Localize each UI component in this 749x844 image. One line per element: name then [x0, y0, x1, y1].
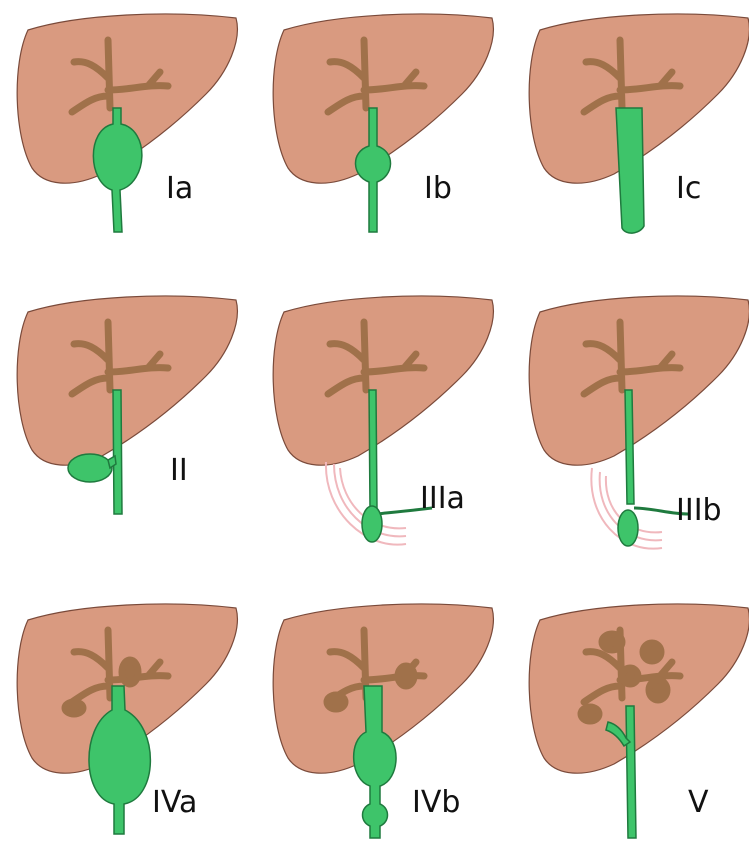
liver-outline [273, 296, 493, 465]
panel-label: Ia [166, 171, 193, 206]
panel-type-iiia: IIIa [273, 296, 493, 545]
panel-label: IVb [412, 785, 460, 820]
panel-label: IIIa [420, 481, 465, 516]
panel-label: Ib [424, 171, 452, 206]
common-bile-duct [113, 390, 122, 514]
panel-type-ia: Ia [17, 14, 237, 232]
panel-label: V [688, 785, 709, 820]
panel-type-iva: IVa [17, 604, 237, 834]
common-bile-duct [616, 108, 644, 233]
choledochocele-cyst [362, 506, 382, 542]
liver-outline [529, 604, 749, 773]
common-bile-duct [369, 390, 377, 508]
diverticulum-cyst [68, 454, 112, 482]
panel-label: II [170, 453, 188, 488]
common-bile-duct [625, 390, 634, 504]
panel-type-ii: II [17, 296, 237, 514]
panel-type-ivb: IVb [273, 604, 493, 838]
panel-type-v: V [529, 604, 749, 838]
panel-type-iiib: IIIb [529, 296, 749, 549]
choledochocele-cyst [618, 510, 638, 546]
panel-label: IVa [152, 785, 197, 820]
panel-label: Ic [676, 171, 701, 206]
panel-type-ic: Ic [529, 14, 749, 233]
liver-outline [17, 296, 237, 465]
liver-outline [529, 296, 749, 465]
panel-label: IIIb [676, 493, 722, 528]
panel-type-ib: Ib [273, 14, 493, 232]
common-bile-duct [626, 706, 636, 838]
